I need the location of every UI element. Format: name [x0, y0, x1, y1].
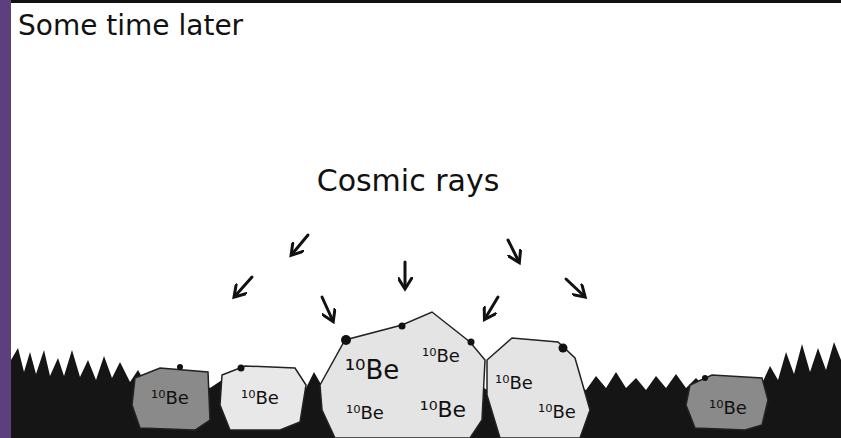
rock: ¹⁰Be: [126, 362, 216, 436]
particle-dot: [399, 323, 406, 330]
particle-dot: [468, 339, 475, 346]
rock-outline: [220, 366, 306, 430]
isotope-label: ¹⁰Be: [422, 347, 460, 365]
particle-dot: [702, 375, 708, 381]
isotope-label: ¹⁰Be: [709, 399, 747, 417]
rock: ¹⁰Be ¹⁰Be: [481, 332, 596, 438]
rock-outline: [320, 312, 485, 438]
rock: ¹⁰Be: [214, 360, 312, 436]
isotope-label: ¹⁰Be: [345, 357, 400, 383]
particle-dot: [341, 335, 351, 345]
isotope-label: ¹⁰Be: [538, 403, 576, 421]
particle-dot: [177, 364, 183, 370]
particle-dot: [559, 344, 568, 353]
rays-label: Cosmic rays: [317, 166, 500, 196]
isotope-label: ¹⁰Be: [495, 374, 533, 392]
top-border: [0, 0, 841, 3]
isotope-label: ¹⁰Be: [151, 389, 189, 407]
cosmic-ray-arrows: [236, 235, 583, 319]
rock-outline: [686, 375, 768, 430]
rock-outline: [487, 338, 590, 438]
isotope-label: ¹⁰Be: [241, 389, 279, 407]
rock: ¹⁰Be: [680, 369, 774, 436]
isotope-label: ¹⁰Be: [346, 404, 384, 422]
side-bar: [0, 0, 11, 438]
isotope-label: ¹⁰Be: [420, 399, 466, 421]
particle-dot: [238, 365, 245, 372]
scene-title: Some time later: [18, 12, 243, 40]
rock-outline: [132, 368, 210, 430]
rock: ¹⁰Be ¹⁰Be ¹⁰Be ¹⁰Be: [314, 306, 491, 438]
